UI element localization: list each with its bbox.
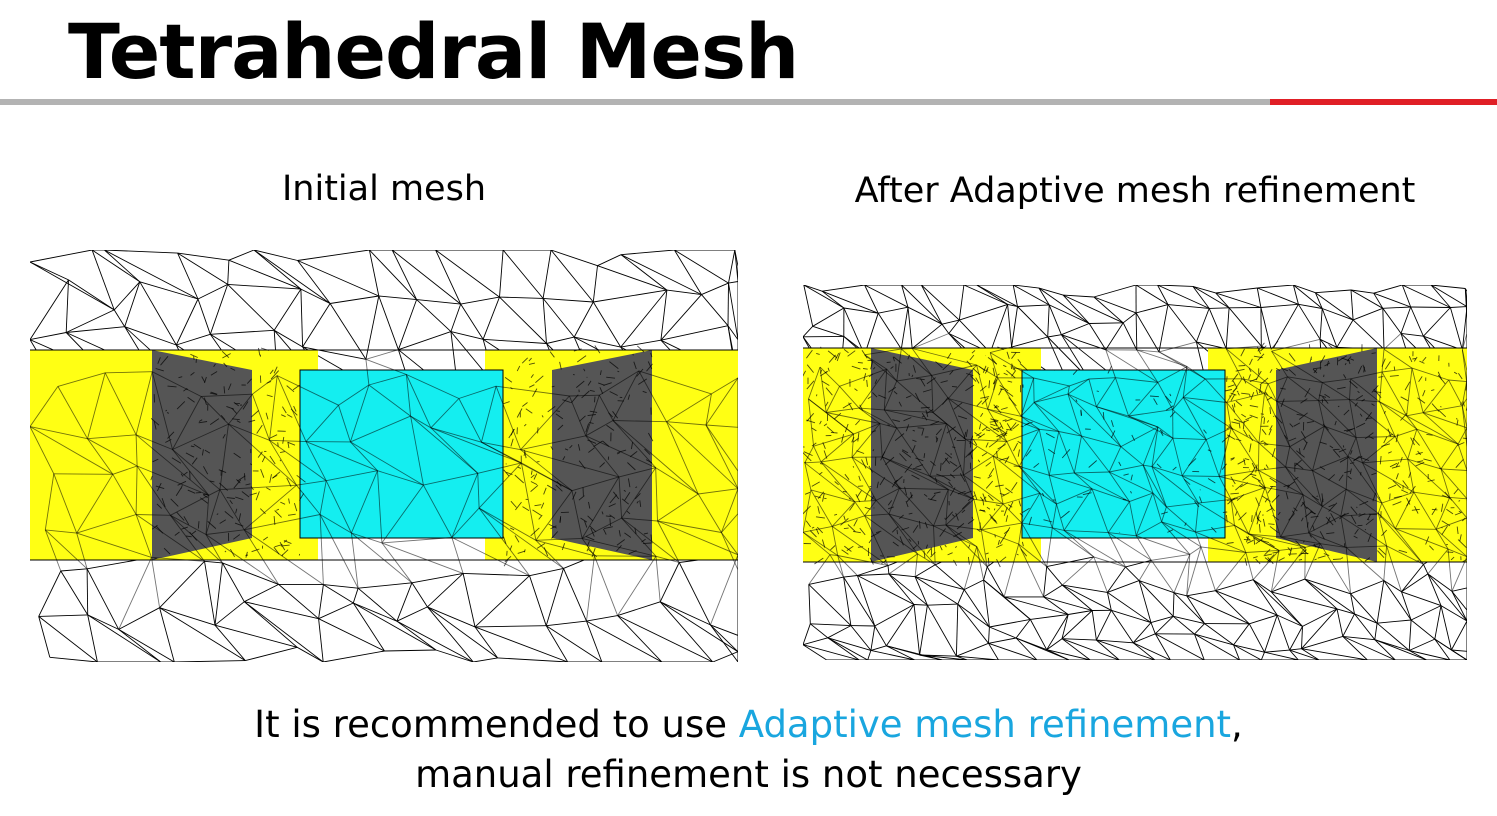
solid-region-mesh	[30, 345, 738, 636]
footer-note: It is recommended to use Adaptive mesh r…	[0, 700, 1497, 800]
slide-title: Tetrahedral Mesh	[68, 7, 799, 96]
center-cyan-block	[299, 369, 504, 539]
footer-line-2: manual refinement is not necessary	[415, 753, 1082, 796]
solid-region-mesh	[803, 333, 1467, 598]
right-dark-connector	[552, 350, 652, 560]
left-dark-connector	[152, 350, 252, 560]
initial-mesh-image	[30, 250, 738, 662]
air-region-mesh	[803, 285, 1467, 660]
initial-mesh-caption: Initial mesh	[281, 169, 487, 209]
left-dark-connector	[871, 348, 973, 562]
footer-line-1: It is recommended to use Adaptive mesh r…	[0, 700, 1497, 750]
adaptive-mesh-image	[803, 285, 1467, 660]
adaptive-mesh-caption: After Adaptive mesh refinement	[854, 171, 1416, 211]
footer-highlight: Adaptive mesh refinement	[738, 703, 1232, 746]
title-rule-red	[1270, 99, 1497, 105]
center-cyan-block	[1021, 369, 1226, 539]
footer-text-suffix: ,	[1231, 703, 1243, 746]
title-rule-gray	[0, 99, 1270, 105]
footer-text-prefix: It is recommended to use	[254, 703, 739, 746]
